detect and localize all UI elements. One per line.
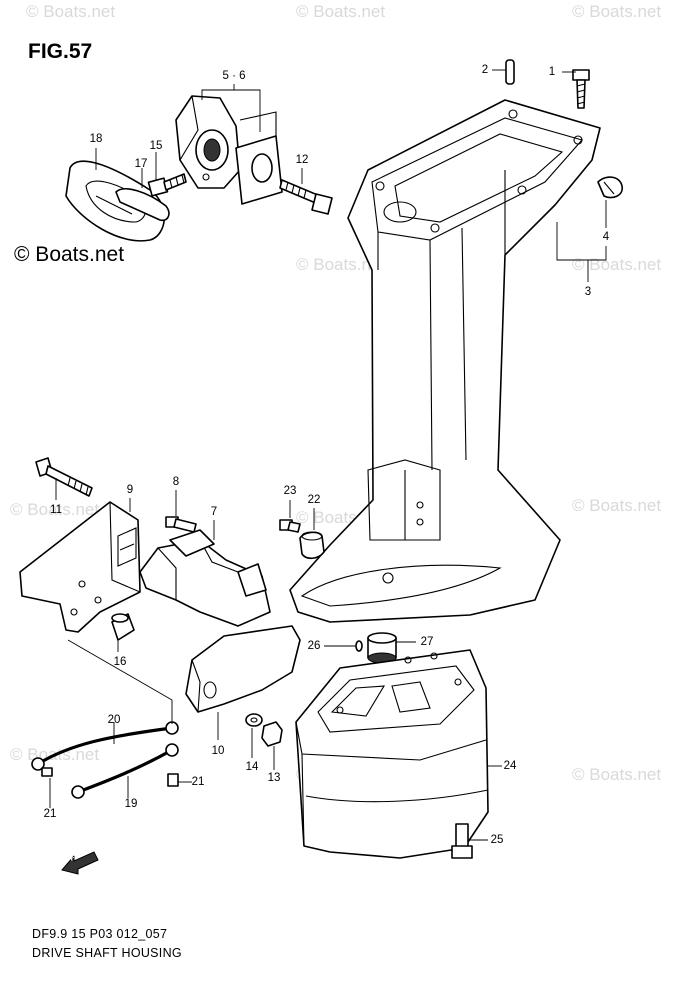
callout-4: 4 xyxy=(602,231,610,243)
brand-mark: © Boats.net xyxy=(14,243,125,266)
callout-22: 22 xyxy=(307,494,321,506)
watermark: © Boats.net xyxy=(572,765,662,784)
cushion-part-22 xyxy=(299,531,325,560)
lower-housing-part-24 xyxy=(295,649,489,859)
footer-title: DRIVE SHAFT HOUSING xyxy=(32,946,182,960)
callout-20: 20 xyxy=(107,714,121,726)
watermark: © Boats.net xyxy=(26,2,116,21)
bolt-part-23 xyxy=(279,519,301,533)
callout-21: 21 xyxy=(43,808,57,820)
grommet-part-26 xyxy=(355,640,363,652)
bolt-part-12 xyxy=(279,179,333,215)
bolt-part-8 xyxy=(165,516,197,533)
callout-16: 16 xyxy=(113,656,127,668)
bolt-part-11 xyxy=(35,457,93,497)
callout-7: 7 xyxy=(210,506,218,518)
bushing-part-27 xyxy=(367,632,397,664)
callout-18: 18 xyxy=(89,133,103,145)
screw-part-21 xyxy=(41,767,179,787)
bolt-part-1 xyxy=(572,69,590,109)
fwd-arrow-icon xyxy=(61,851,99,875)
pin-part-2 xyxy=(505,59,515,85)
cover-plate-part-18 xyxy=(65,160,166,242)
callout-12: 12 xyxy=(295,154,309,166)
collar-part-16 xyxy=(111,613,135,641)
ground-wire-part-20 xyxy=(31,721,179,771)
bracket-part-9 xyxy=(19,501,141,633)
cover-part-10 xyxy=(185,625,301,713)
bolt-part-25 xyxy=(451,823,473,859)
callout-13: 13 xyxy=(267,772,281,784)
plug-part-4 xyxy=(597,176,623,199)
callout-3: 3 xyxy=(584,286,592,298)
callout-2: 2 xyxy=(481,64,489,76)
leader-lines xyxy=(49,69,607,841)
watermark: © Boats.net xyxy=(572,2,662,21)
callout-24: 24 xyxy=(503,760,517,772)
washer-part-14 xyxy=(245,713,263,727)
callout-26: 26 xyxy=(307,640,321,652)
nut-part-13 xyxy=(261,721,283,747)
callout-15: 15 xyxy=(149,140,163,152)
mount-bracket-part-5-6 xyxy=(175,95,283,205)
callout-10: 10 xyxy=(211,745,225,757)
callout-25: 25 xyxy=(490,834,504,846)
seal-part-17 xyxy=(115,188,170,222)
watermark: © Boats.net xyxy=(572,496,662,515)
callout-27: 27 xyxy=(420,636,434,648)
figure-title: FIG.57 xyxy=(28,40,93,63)
callout-23: 23 xyxy=(283,485,297,497)
watermark: © Boats.net xyxy=(296,2,386,21)
mount-part-7 xyxy=(139,529,271,627)
watermark: © Boats.net xyxy=(296,255,386,274)
callout-9: 9 xyxy=(126,484,134,496)
callout-5-6: 5 · 6 xyxy=(222,70,246,82)
bolt-part-15 xyxy=(147,173,187,197)
callout-17: 17 xyxy=(134,158,148,170)
callout-8: 8 xyxy=(172,476,180,488)
callout-19: 19 xyxy=(124,798,138,810)
callout-14: 14 xyxy=(245,761,259,773)
ground-wire-part-19 xyxy=(71,743,179,799)
callout-1: 1 xyxy=(548,66,556,78)
callout-21: 21 xyxy=(191,776,205,788)
drive-shaft-housing xyxy=(289,99,601,623)
callout-11: 11 xyxy=(50,504,62,516)
footer-code: DF9.9 15 P03 012_057 xyxy=(32,927,168,941)
watermark: © Boats.net xyxy=(10,500,100,519)
